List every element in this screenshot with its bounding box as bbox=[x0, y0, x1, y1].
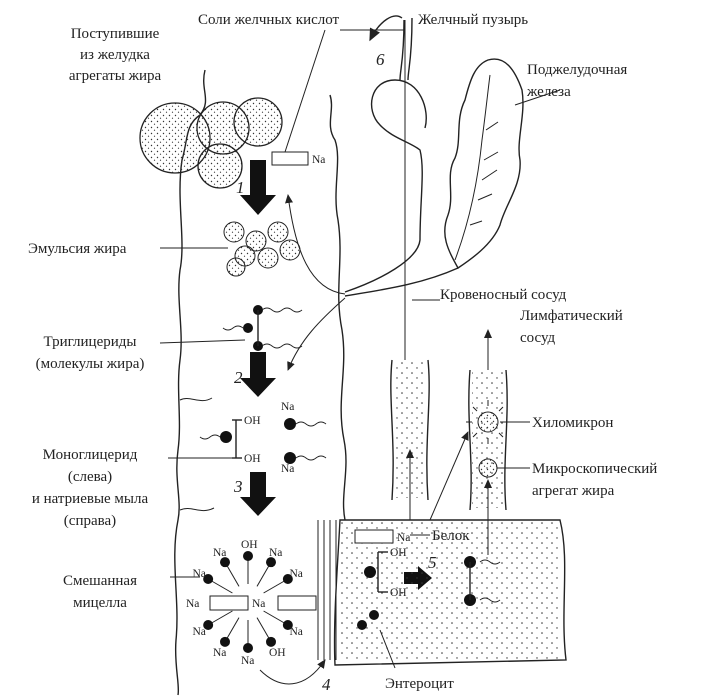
svg-text:Na: Na bbox=[252, 598, 265, 610]
micelle-na-label: OH bbox=[269, 647, 286, 659]
label-monoglyceride-2: (слева) bbox=[68, 469, 112, 485]
step-numbers: 1 2 3 4 5 6 bbox=[233, 50, 437, 694]
monoglyceride-molecule: OH OH bbox=[168, 415, 261, 465]
label-gallbladder: Желчный пузырь bbox=[418, 12, 528, 28]
micelle-na-label: Na bbox=[269, 547, 282, 559]
svg-text:OH: OH bbox=[390, 587, 407, 599]
svg-text:OH: OH bbox=[390, 547, 407, 559]
label-triglycerides-1: Триглицериды bbox=[44, 334, 137, 350]
label-emulsion: Эмульсия жира bbox=[28, 241, 127, 257]
step-2: 2 bbox=[234, 368, 243, 387]
label-mixed-micelle-1: Смешанная bbox=[63, 573, 137, 589]
micelle-head bbox=[266, 636, 276, 647]
micelle-na-label: Na bbox=[241, 655, 254, 667]
emulsion-droplets bbox=[223, 221, 301, 277]
label-monoglyceride-4: (справа) bbox=[64, 513, 116, 529]
micelle-head bbox=[243, 551, 253, 561]
label-mixed-micelle-2: мицелла bbox=[73, 595, 127, 611]
fat-aggregates bbox=[139, 97, 283, 189]
micelle-na-label: Na bbox=[289, 568, 302, 580]
label-lymph-vessel-2: сосуд bbox=[520, 330, 556, 346]
micelle-head bbox=[220, 557, 230, 568]
micelle-head bbox=[220, 636, 230, 647]
micelle-na-label: Na bbox=[193, 568, 206, 580]
micelle-na-label: Na bbox=[193, 626, 206, 638]
label-chylomicron: Хиломикрон bbox=[532, 415, 613, 431]
micelle-na-label: Na bbox=[213, 547, 226, 559]
bile-salt-molecule: Na bbox=[271, 29, 326, 166]
labels: Поступившие из желудка агрегаты жира Сол… bbox=[28, 12, 657, 692]
micelle-head bbox=[203, 574, 214, 584]
label-fat-from-stomach-1: Поступившие bbox=[71, 26, 160, 42]
micro-aggregate-particle bbox=[478, 458, 530, 478]
label-protein: Белок bbox=[432, 528, 470, 544]
label-monoglyceride-1: Моноглицерид bbox=[43, 447, 138, 463]
micelle-head bbox=[266, 557, 276, 568]
svg-text:OH: OH bbox=[244, 415, 261, 427]
micelle-head bbox=[203, 620, 214, 630]
step-3: 3 bbox=[233, 477, 243, 496]
step-4: 4 bbox=[322, 675, 331, 694]
label-enterocyte: Энтероцит bbox=[385, 676, 454, 692]
step-1: 1 bbox=[236, 178, 245, 197]
label-micro-aggregate-2: агрегат жира bbox=[532, 483, 615, 499]
na-bile: Na bbox=[312, 154, 325, 166]
label-micro-aggregate-1: Микроскопический bbox=[532, 461, 657, 477]
enterocyte-cell: Na OH OH bbox=[317, 431, 567, 669]
micelle-head bbox=[282, 574, 293, 584]
svg-text:Na: Na bbox=[397, 532, 410, 544]
svg-text:Na: Na bbox=[186, 598, 199, 610]
step-6: 6 bbox=[376, 50, 385, 69]
step-5: 5 bbox=[428, 553, 437, 572]
sodium-soaps: Na Na bbox=[281, 401, 327, 475]
label-monoglyceride-3: и натриевые мыла bbox=[32, 491, 149, 507]
pancreas bbox=[344, 58, 524, 297]
label-lymph-vessel-1: Лимфатический bbox=[520, 308, 623, 324]
micelle-na-label: Na bbox=[289, 626, 302, 638]
blood-vessel bbox=[390, 20, 440, 501]
label-fat-from-stomach-2: из желудка bbox=[80, 47, 150, 63]
intestine-wall-right bbox=[329, 94, 347, 521]
mixed-micelle: Na Na bbox=[186, 595, 317, 611]
label-pancreas-2: железа bbox=[526, 84, 571, 100]
triglyceride-molecule bbox=[159, 305, 303, 351]
micelle-na-label: Na bbox=[213, 647, 226, 659]
gallbladder bbox=[344, 15, 427, 293]
label-triglycerides-2: (молекулы жира) bbox=[36, 356, 145, 372]
chylomicron-particle bbox=[466, 400, 530, 444]
svg-text:Na: Na bbox=[281, 401, 294, 413]
label-blood-vessel: Кровеносный сосуд bbox=[440, 287, 567, 303]
label-fat-from-stomach-3: агрегаты жира bbox=[69, 68, 162, 84]
micelle-na-label: OH bbox=[241, 539, 258, 551]
label-pancreas-1: Поджелудочная bbox=[527, 62, 627, 78]
svg-text:OH: OH bbox=[244, 453, 261, 465]
label-bile-salts: Соли желчных кислот bbox=[198, 12, 340, 28]
micelle-head bbox=[282, 620, 293, 630]
lymph-vessel bbox=[466, 329, 530, 511]
svg-text:Na: Na bbox=[281, 463, 294, 475]
micelle-head bbox=[243, 643, 253, 653]
